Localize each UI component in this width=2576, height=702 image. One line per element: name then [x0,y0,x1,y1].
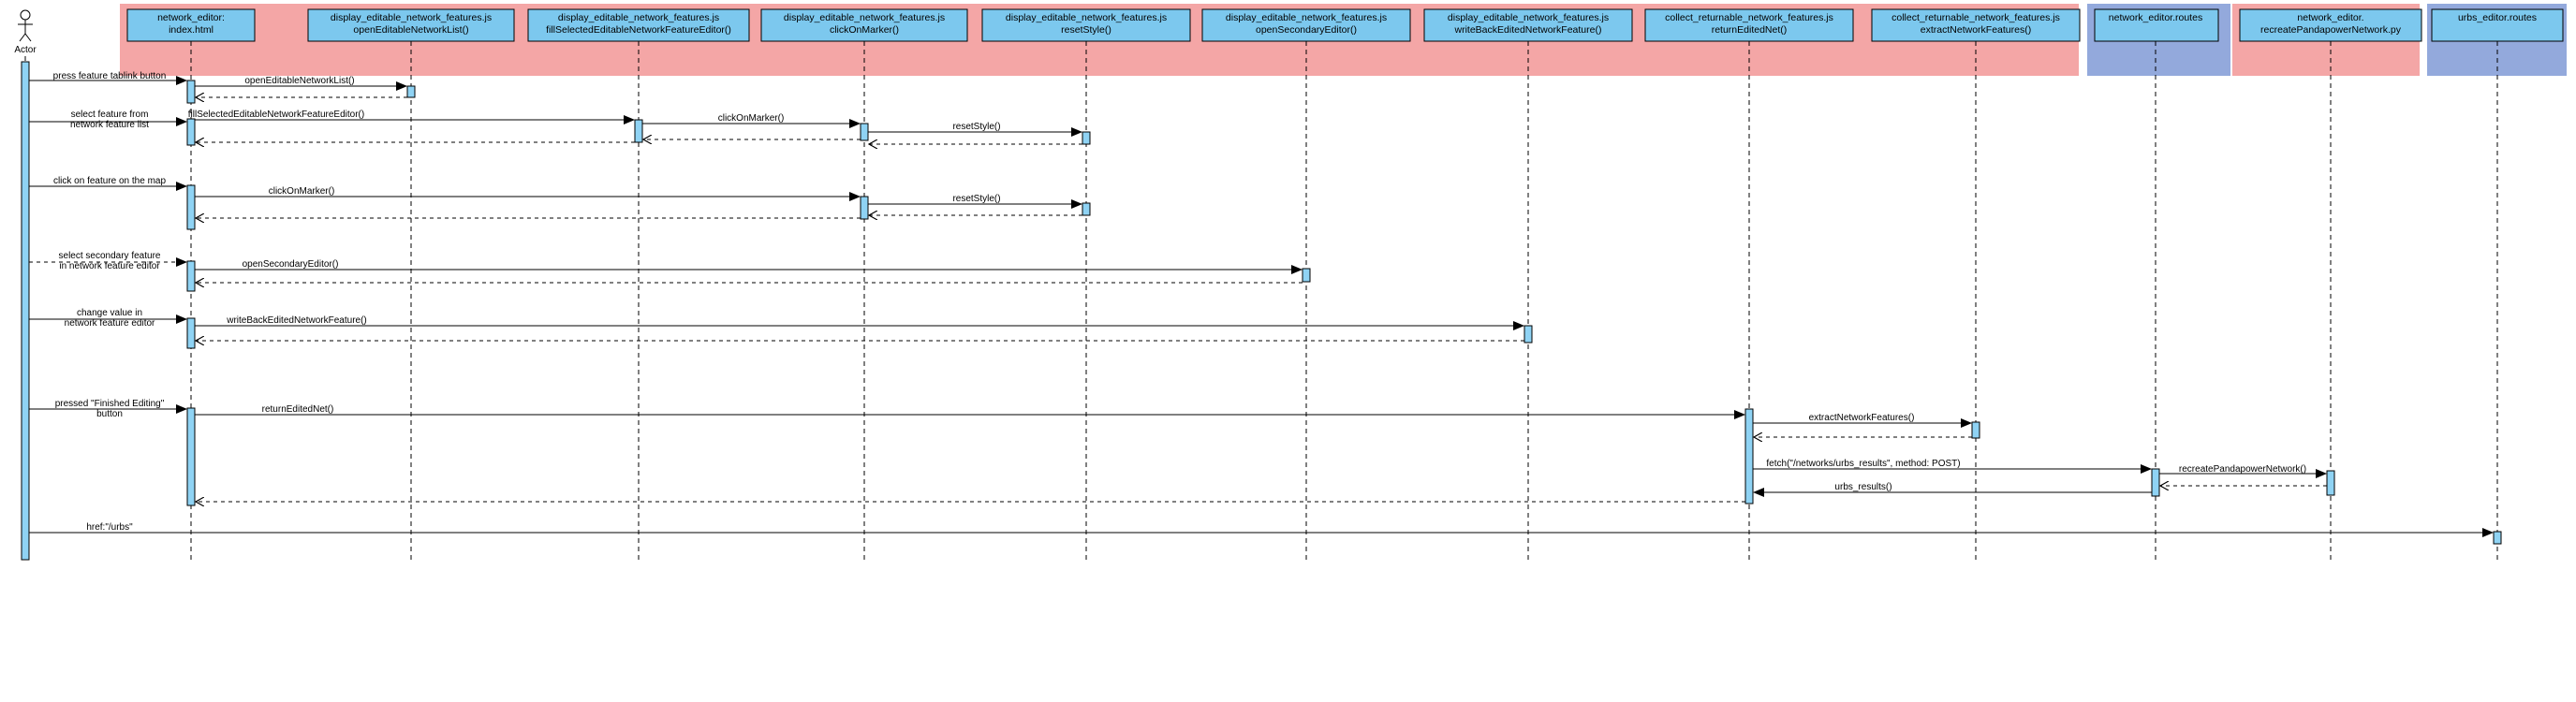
activation-secondary-editor [1302,268,1311,283]
activation-index-2 [186,118,196,146]
activation-index-6 [186,407,196,506]
svg-text:display_editable_network_featu: display_editable_network_features.js [784,12,945,23]
actor-actions: press feature tablink button select feat… [29,71,2494,537]
activation-index-1 [186,80,196,104]
action-label-7: href:"/urbs" [86,522,133,533]
action-label-2a: select feature from [71,110,149,120]
activation-reset-style-2 [1082,202,1091,216]
message-label-8: writeBackEditedNetworkFeature() [226,315,367,326]
message-label-5: clickOnMarker() [269,186,335,197]
svg-text:index.html: index.html [169,24,213,36]
svg-text:extractNetworkFeatures(): extractNetworkFeatures() [1921,24,2031,36]
message-label-6: resetStyle() [952,194,1000,204]
svg-text:network_editor:: network_editor: [157,12,225,23]
participant-urbs-editor-routes: urbs_editor.routes [2431,8,2564,42]
messages: openEditableNetworkList() fillSelectedEd… [188,76,2327,502]
participant-click-on-marker: display_editable_network_features.js cli… [760,8,968,42]
svg-text:network_editor.routes: network_editor.routes [2109,12,2202,23]
activation-index-4 [186,260,196,292]
message-label-3: clickOnMarker() [718,113,785,124]
svg-text:urbs_editor.routes: urbs_editor.routes [2458,12,2537,23]
message-label-4: resetStyle() [952,122,1000,132]
activation-reset-style-1 [1082,131,1091,145]
participants: network_editor: index.html display_edita… [126,8,2564,42]
participant-write-back: display_editable_network_features.js wri… [1423,8,1633,42]
participant-open-editable-network-list: display_editable_network_features.js ope… [307,8,515,42]
action-label-5b: network feature editor [65,318,155,329]
activation-open-list [406,85,416,98]
actor-label: Actor [14,45,37,55]
svg-text:collect_returnable_network_fea: collect_returnable_network_features.js [1665,12,1833,23]
svg-text:display_editable_network_featu: display_editable_network_features.js [1006,12,1167,23]
message-label-12: recreatePandapowerNetwork() [2179,464,2306,475]
activation-fill-editor [634,119,643,143]
svg-text:display_editable_network_featu: display_editable_network_features.js [1448,12,1609,23]
action-label-4b: in network feature editor [59,261,160,271]
svg-text:recreatePandapowerNetwork.py: recreatePandapowerNetwork.py [2260,24,2402,36]
svg-text:openSecondaryEditor(): openSecondaryEditor() [1256,24,1357,36]
participant-reset-style: display_editable_network_features.js res… [981,8,1191,42]
svg-text:fillSelectedEditableNetworkFea: fillSelectedEditableNetworkFeatureEditor… [546,24,731,36]
action-label-2b: network feature list [70,120,149,130]
action-label-5a: change value in [77,308,142,318]
message-label-9: returnEditedNet() [262,404,334,415]
participant-open-secondary-editor: display_editable_network_features.js ope… [1201,8,1411,42]
message-label-2: fillSelectedEditableNetworkFeatureEditor… [188,110,364,120]
participant-recreate-pandapower: network_editor. recreatePandapowerNetwor… [2239,8,2422,42]
message-label-1: openEditableNetworkList() [244,76,354,86]
action-label-3: click on feature on the map [53,176,167,186]
activation-index-5 [186,317,196,349]
actor-head-icon [20,9,31,21]
svg-text:resetStyle(): resetStyle() [1061,24,1111,36]
svg-text:display_editable_network_featu: display_editable_network_features.js [331,12,492,23]
svg-text:writeBackEditedNetworkFeature(: writeBackEditedNetworkFeature() [1454,24,1602,36]
action-label-6a: pressed "Finished Editing" [55,399,165,409]
message-label-13: urbs_results() [1834,482,1892,492]
activation-recreate [2326,470,2335,496]
activation-extract-features [1971,421,1980,439]
activation-click-marker-2 [860,196,869,220]
action-label-6b: button [96,409,123,419]
action-label-1: press feature tablink button [53,71,167,81]
message-label-10: extractNetworkFeatures() [1809,413,1915,423]
svg-text:clickOnMarker(): clickOnMarker() [830,24,899,36]
participant-extract-network-features: collect_returnable_network_features.js e… [1871,8,2081,42]
svg-text:display_editable_network_featu: display_editable_network_features.js [558,12,719,23]
activation-routes [2151,468,2160,497]
svg-text:returnEditedNet(): returnEditedNet() [1712,24,1788,36]
activation-index-3 [186,184,196,230]
svg-text:network_editor.: network_editor. [2297,12,2363,23]
participant-index-html: network_editor: index.html [126,8,256,42]
activation-write-back [1524,325,1533,344]
participant-network-editor-routes: network_editor.routes [2094,8,2219,42]
actor-activation [21,61,30,561]
message-label-7: openSecondaryEditor() [243,259,339,270]
svg-text:openEditableNetworkList(): openEditableNetworkList() [353,24,468,36]
svg-text:display_editable_network_featu: display_editable_network_features.js [1226,12,1387,23]
activation-return-edited-net [1744,408,1754,505]
activations [186,80,2502,545]
svg-text:collect_returnable_network_fea: collect_returnable_network_features.js [1892,12,2060,23]
participant-fill-selected-editor: display_editable_network_features.js fil… [527,8,750,42]
activation-urbs [2493,531,2502,545]
participant-return-edited-net: collect_returnable_network_features.js r… [1644,8,1854,42]
actor: Actor [14,9,37,561]
action-label-4a: select secondary feature [59,251,161,261]
activation-click-marker-1 [860,123,869,141]
message-label-11: fetch("/networks/urbs_results", method: … [1766,459,1960,469]
